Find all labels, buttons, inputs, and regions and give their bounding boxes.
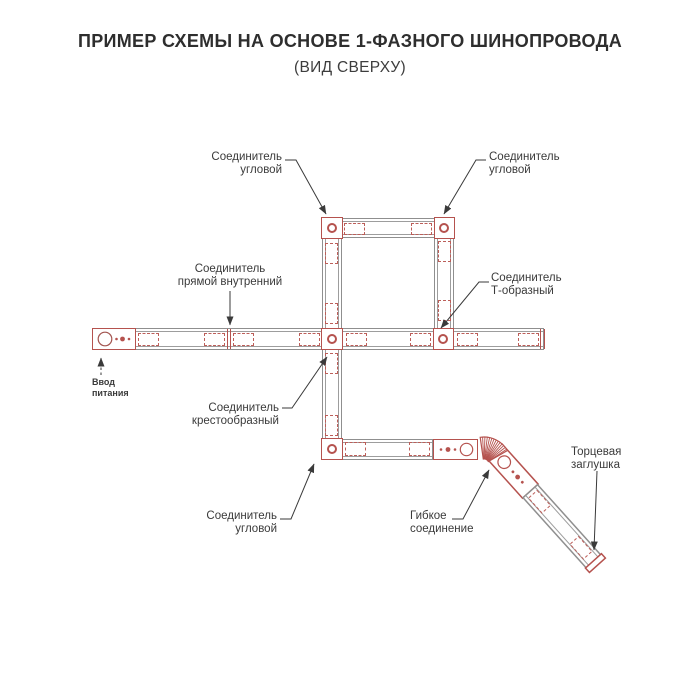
flexible-connector-fan — [479, 436, 509, 463]
label-flexible: Гибкое соединение — [410, 510, 474, 535]
contact-window — [410, 332, 431, 346]
label-cross-connector: Соединитель крестообразный — [191, 402, 279, 427]
contact-window — [324, 303, 338, 324]
flex-dot — [515, 474, 521, 480]
page-subtitle: (ВИД СВЕРХУ) — [294, 59, 406, 76]
leader-corner-bottom — [280, 463, 315, 520]
contact-window — [232, 332, 254, 346]
contact-window — [457, 332, 478, 346]
flexible-connector-left — [433, 438, 478, 460]
t-connector — [432, 327, 454, 350]
corner-connector-top-left — [320, 217, 343, 239]
track-right-end-joint — [540, 328, 545, 349]
flex-dot — [520, 480, 524, 484]
label-t-connector: Соединитель Т-образный — [491, 272, 562, 297]
contact-window — [344, 442, 366, 456]
contact-window — [344, 222, 365, 235]
cross-connector — [320, 327, 343, 350]
power-input-box — [91, 327, 136, 350]
label-straight-internal: Соединитель прямой внутренний — [177, 263, 283, 288]
contact-window — [324, 352, 338, 374]
contact-window — [569, 535, 593, 560]
contact-window — [527, 489, 552, 514]
flexible-connector-right — [485, 442, 540, 500]
leader-corner-top-left — [285, 159, 327, 215]
contact-window — [138, 332, 159, 346]
straight-internal-connector — [226, 328, 231, 349]
track-diagonal — [521, 483, 603, 571]
contact-window — [324, 243, 338, 264]
leader-cross-connector — [282, 356, 328, 409]
page-title: ПРИМЕР СХЕМЫ НА ОСНОВЕ 1-ФАЗНОГО ШИНОПРО… — [77, 31, 623, 51]
label-power-input: Ввод питания — [92, 377, 129, 398]
contact-window — [324, 414, 338, 436]
contact-window — [437, 300, 451, 321]
contact-window — [518, 332, 539, 346]
contact-window — [298, 332, 320, 346]
label-end-cap: Торцевая заглушка — [571, 446, 622, 471]
leader-corner-top-right — [443, 159, 486, 215]
corner-connector-bottom — [320, 438, 343, 460]
label-corner-top-right: Соединитель угловой — [489, 151, 560, 176]
contact-window — [204, 332, 225, 346]
contact-window — [346, 332, 367, 346]
flex-circle — [497, 455, 512, 470]
contact-window — [408, 442, 430, 456]
contact-window — [437, 241, 451, 262]
contact-window — [411, 222, 432, 235]
label-corner-bottom: Соединитель угловой — [206, 510, 277, 535]
corner-connector-top-right — [433, 217, 455, 239]
label-corner-top-left: Соединитель угловой — [211, 151, 282, 176]
flex-dot — [511, 470, 515, 474]
leader-end-cap — [590, 470, 598, 551]
end-cap — [584, 552, 607, 574]
